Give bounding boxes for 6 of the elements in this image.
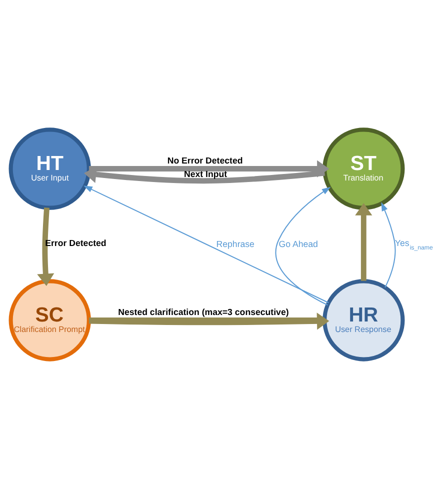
edge-label: Rephrase — [216, 238, 254, 248]
edge-label: Nested clarification (max=3 consecutive) — [118, 306, 289, 317]
edge-label: No Error Detected — [167, 155, 243, 166]
edge-label: Go Ahead — [278, 238, 318, 248]
edge-label: Next Input — [184, 168, 228, 179]
edge-label: Yes$_{is_name}$ — [394, 238, 433, 252]
